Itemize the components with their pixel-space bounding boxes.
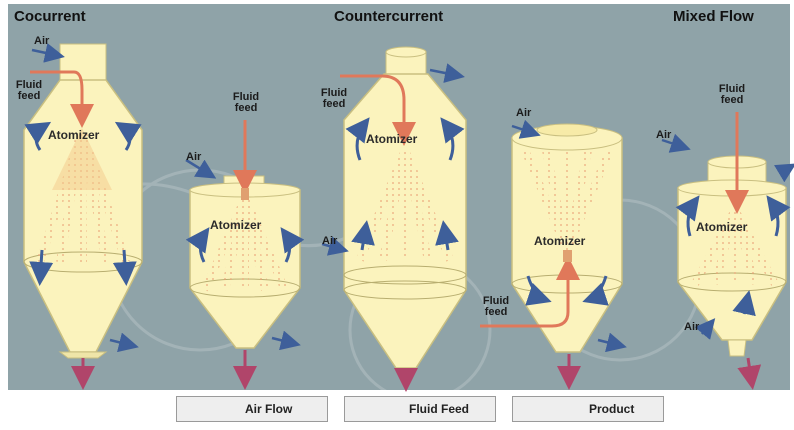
fluid-feed-label: Fluid feed bbox=[712, 84, 752, 106]
fluid-feed-label: Fluid feed bbox=[478, 296, 514, 318]
legend-fluid-feed: Fluid Feed bbox=[344, 396, 496, 422]
fluid-feed-label: Fluid feed bbox=[226, 92, 266, 114]
title-cocurrent: Cocurrent bbox=[14, 8, 86, 25]
atomizer-label: Atomizer bbox=[696, 220, 747, 234]
air-label: Air bbox=[684, 322, 699, 333]
feed-word: feed bbox=[316, 99, 352, 110]
atomizer-label: Atomizer bbox=[48, 128, 99, 142]
legend-air-flow-label: Air Flow bbox=[245, 402, 292, 416]
air-label: Air bbox=[656, 130, 671, 141]
air-label: Air bbox=[186, 152, 201, 163]
legend-air-flow: Air Flow bbox=[176, 396, 328, 422]
feed-word: feed bbox=[712, 95, 752, 106]
legend-fluid-feed-label: Fluid Feed bbox=[409, 402, 469, 416]
atomizer-label: Atomizer bbox=[366, 132, 417, 146]
legend-product-label: Product bbox=[589, 402, 634, 416]
fluid-feed-label: Fluid feed bbox=[12, 80, 46, 102]
air-label: Air bbox=[516, 108, 531, 119]
feed-word: feed bbox=[12, 91, 46, 102]
air-label: Air bbox=[322, 236, 337, 247]
feed-word: feed bbox=[478, 307, 514, 318]
atomizer-label: Atomizer bbox=[534, 234, 585, 248]
atomizer-label: Atomizer bbox=[210, 218, 261, 232]
fluid-feed-label: Fluid feed bbox=[316, 88, 352, 110]
title-countercurrent: Countercurrent bbox=[334, 8, 443, 25]
title-mixed-flow: Mixed Flow bbox=[673, 8, 754, 25]
feed-word: feed bbox=[226, 103, 266, 114]
legend-product: Product bbox=[512, 396, 664, 422]
air-label: Air bbox=[34, 36, 49, 47]
